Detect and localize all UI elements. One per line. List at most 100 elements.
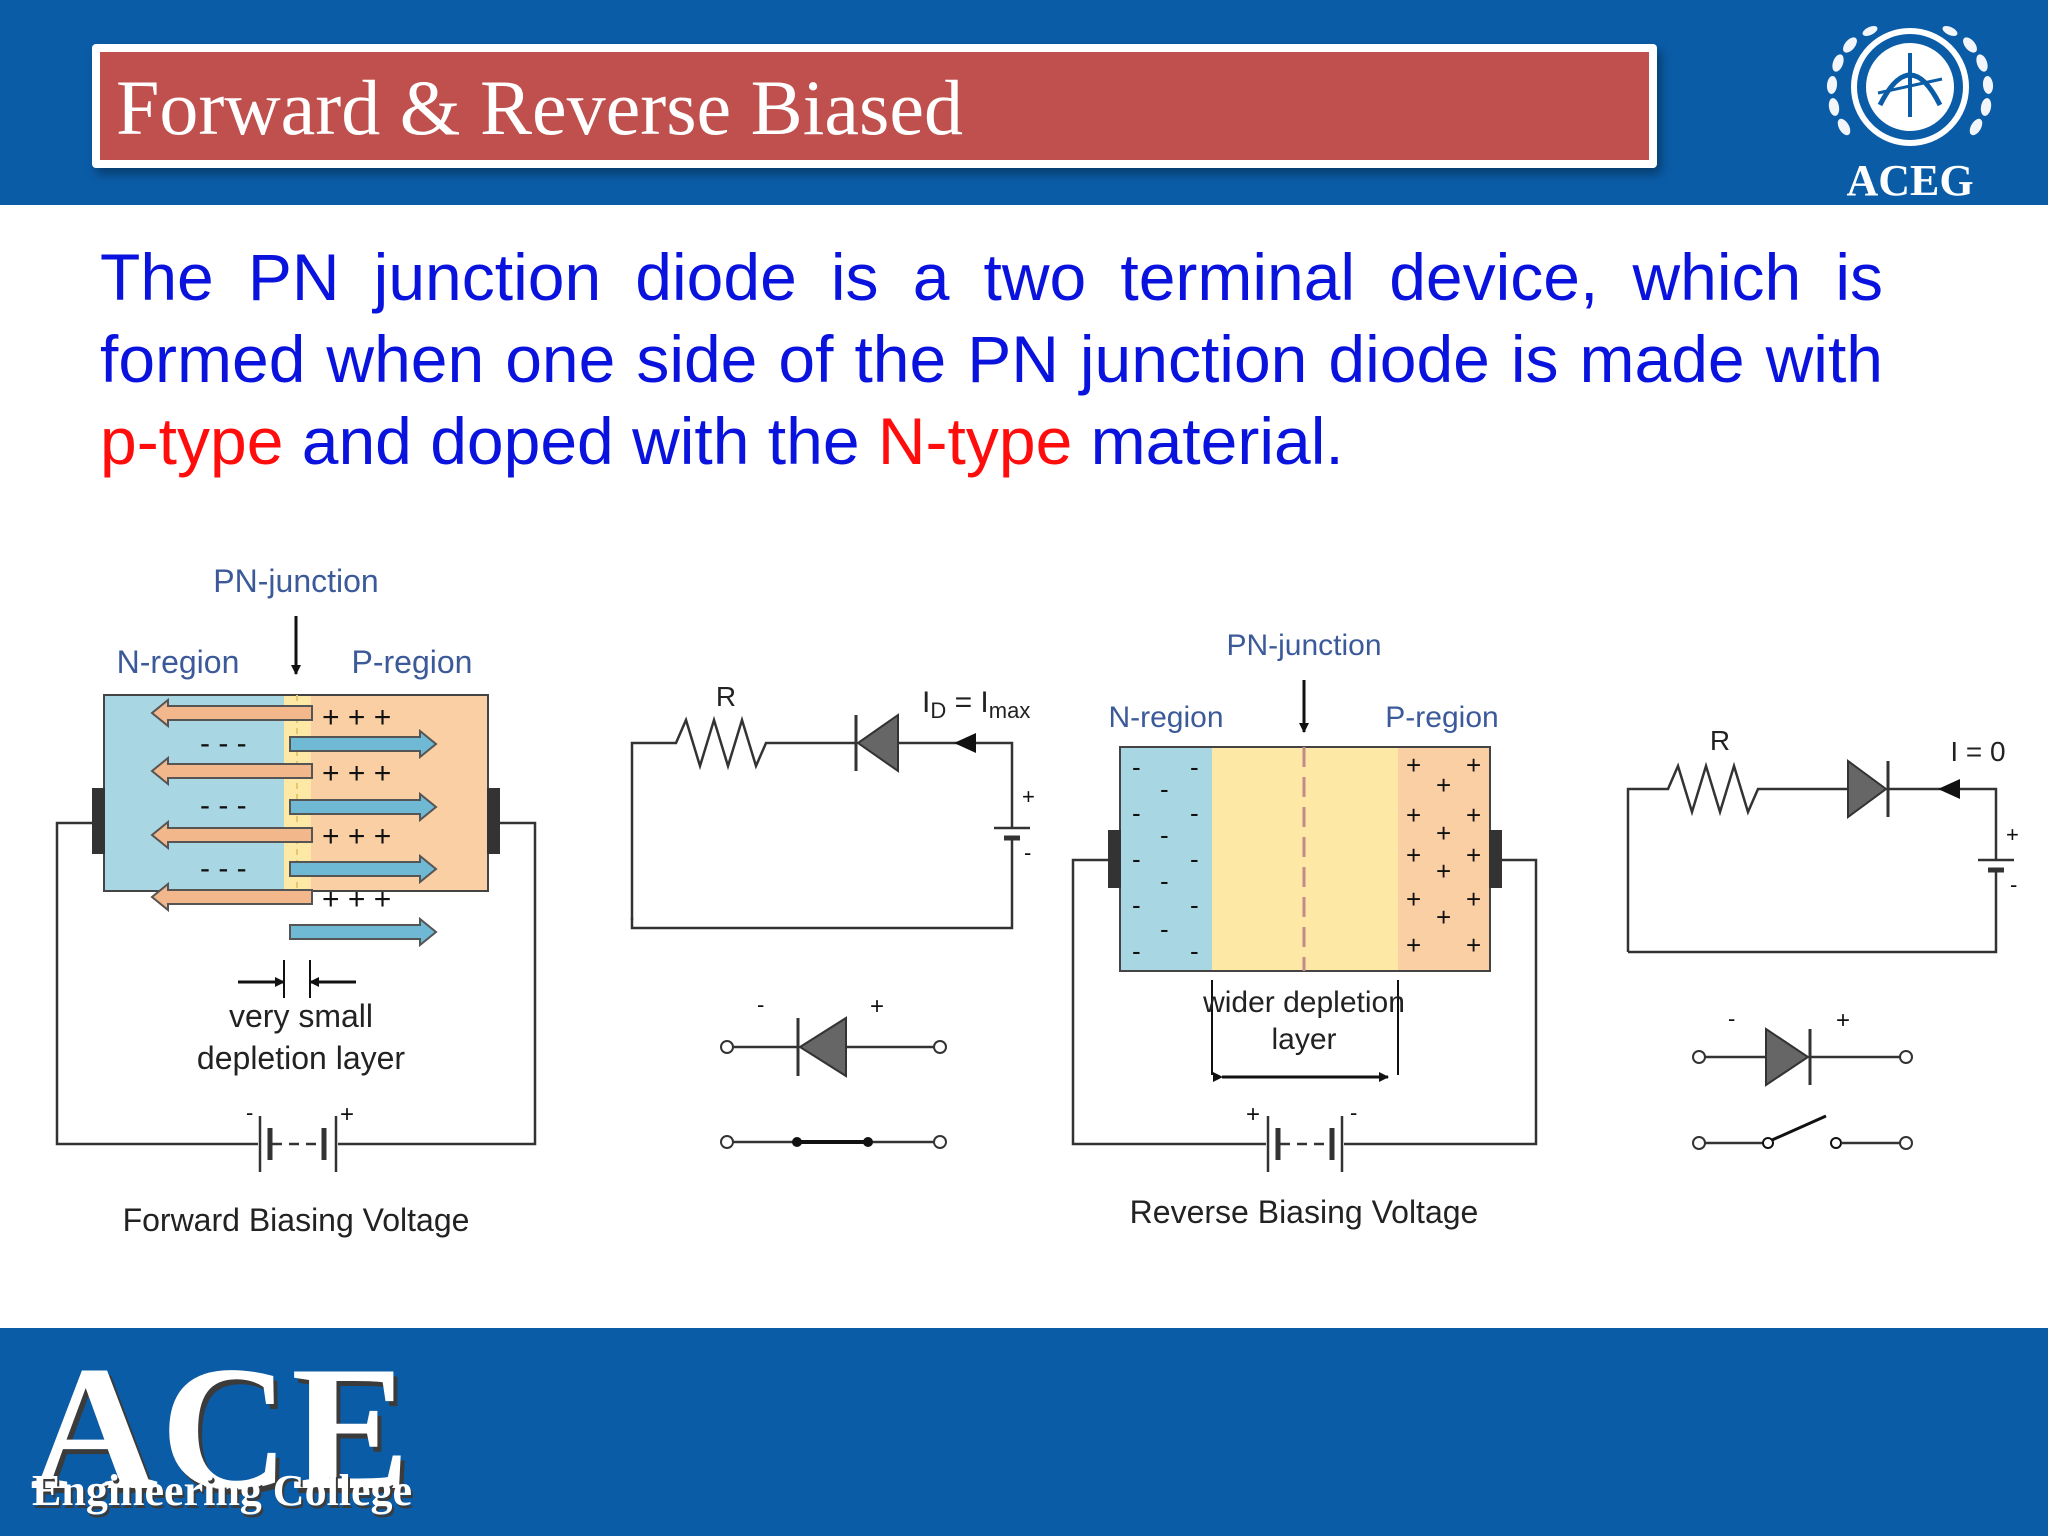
reverse-right-terminal: [1489, 830, 1502, 888]
reverse-junction-label: PN-junction: [1226, 629, 1381, 662]
forward-battery-plus: +: [340, 1101, 354, 1128]
forward-voltage-label: Forward Biasing Voltage: [123, 1202, 470, 1238]
forward-circuit: R ID = Imax + - - +: [630, 681, 1035, 1149]
svg-text:+: +: [1406, 840, 1421, 870]
svg-text:-: -: [1160, 774, 1169, 804]
svg-text:-: -: [1160, 866, 1169, 896]
svg-text:-: -: [1132, 890, 1141, 920]
pn-junction-diagram: PN-junction N-region P-region - - -- - -…: [55, 563, 2019, 1238]
forward-circuit-resistor: [630, 715, 856, 920]
svg-text:+: +: [1466, 840, 1481, 870]
svg-text:-: -: [1190, 890, 1199, 920]
svg-text:-: -: [1190, 752, 1199, 782]
svg-text:-: -: [1160, 914, 1169, 944]
reverse-diode-symbol: [1692, 1027, 1913, 1087]
reverse-circuit: R I = 0 + - - +: [1626, 725, 2019, 1150]
reverse-symbol-minus: -: [1728, 1006, 1735, 1031]
reverse-p-region: [1398, 747, 1490, 971]
svg-text:+: +: [1406, 800, 1421, 830]
svg-text:-: -: [1190, 936, 1199, 966]
reverse-current-label: I = 0: [1950, 736, 2005, 767]
svg-text:+: +: [1406, 750, 1421, 780]
svg-text:+: +: [1466, 800, 1481, 830]
forward-p-region-label: P-region: [352, 644, 473, 680]
svg-text:+: +: [1436, 856, 1451, 886]
reverse-wire-left: [1071, 858, 1266, 1146]
reverse-p-region-label: P-region: [1385, 701, 1498, 734]
body-text-part3: material.: [1072, 404, 1344, 478]
svg-text:- - -: - - -: [200, 727, 247, 760]
college-emblem-logo: ACEG: [1826, 26, 1994, 205]
forward-diode-symbol: [720, 1016, 947, 1078]
svg-text:+: +: [1466, 884, 1481, 914]
svg-text:-: -: [1132, 752, 1141, 782]
title-box: Forward & Reverse Biased: [92, 44, 1657, 168]
reverse-open-switch: [1692, 1114, 1913, 1150]
forward-circuit-plus: +: [1022, 784, 1035, 809]
svg-text:+: +: [1436, 770, 1451, 800]
forward-wire-right: [338, 821, 537, 1146]
forward-symbol-plus: +: [870, 993, 884, 1020]
svg-text:-: -: [1190, 844, 1199, 874]
forward-left-terminal: [92, 788, 105, 854]
svg-text:+: +: [1406, 884, 1421, 914]
svg-text:+ + +: + + +: [322, 883, 391, 916]
emblem-text: ACEG: [1846, 156, 1973, 205]
svg-text:+: +: [1466, 750, 1481, 780]
forward-closed-switch: [720, 1135, 947, 1149]
body-text-part1: The PN junction diode is a two terminal …: [100, 240, 1883, 396]
forward-depletion-label-1: very small: [229, 998, 373, 1034]
body-paragraph: The PN junction diode is a two terminal …: [100, 236, 1883, 482]
svg-text:+: +: [1436, 818, 1451, 848]
reverse-symbol-plus: +: [1836, 1007, 1850, 1034]
svg-text:-: -: [1132, 936, 1141, 966]
forward-junction-label: PN-junction: [213, 563, 378, 599]
svg-text:-: -: [1190, 798, 1199, 828]
forward-symbol-minus: -: [757, 992, 764, 1017]
forward-depletion-layer: [284, 695, 311, 891]
svg-text:-: -: [1160, 820, 1169, 850]
footer-brand-subtitle: Engineering College: [32, 1466, 413, 1515]
svg-text:+: +: [1466, 930, 1481, 960]
forward-right-terminal: [487, 788, 500, 854]
body-highlight-p-type: p-type: [100, 404, 284, 478]
reverse-wire-right: [1344, 858, 1538, 1146]
forward-wire-left: [55, 821, 258, 1146]
reverse-depletion-label-1: wider depletion: [1202, 986, 1405, 1019]
reverse-battery: [1266, 1116, 1344, 1172]
forward-circuit-minus: -: [1024, 840, 1031, 865]
svg-text:+: +: [1436, 902, 1451, 932]
forward-circuit-diode: [856, 713, 899, 773]
reverse-circuit-resistor: [1626, 761, 1848, 952]
svg-text:+ + +: + + +: [322, 757, 391, 790]
footer-brand-logo: ACE: [30, 1329, 412, 1527]
reverse-voltage-label: Reverse Biasing Voltage: [1130, 1194, 1479, 1230]
svg-text:+: +: [1406, 930, 1421, 960]
reverse-left-terminal: [1108, 830, 1121, 888]
footer-band: [0, 1328, 2048, 1536]
title-fill: Forward & Reverse Biased: [100, 52, 1649, 160]
reverse-charges: -- - -- - -- - -- - -- ++ + ++ + ++ + ++…: [1132, 750, 1481, 966]
body-text-part2: and doped with the: [283, 404, 878, 478]
reverse-depletion-label-2: layer: [1271, 1023, 1336, 1056]
forward-current-arrow: [954, 733, 976, 753]
svg-text:-: -: [1132, 844, 1141, 874]
forward-battery: [258, 1116, 338, 1172]
svg-text:+ + +: + + +: [322, 701, 391, 734]
forward-battery-minus: -: [246, 1100, 253, 1125]
svg-text:-: -: [1132, 798, 1141, 828]
reverse-current-arrow: [1938, 779, 1960, 799]
reverse-circuit-diode: [1847, 759, 1888, 819]
forward-bias-diagram: PN-junction N-region P-region - - - - - -…: [55, 563, 537, 1238]
forward-current-label: ID = Imax: [922, 686, 1030, 723]
reverse-n-region: [1120, 747, 1212, 971]
forward-depletion-label-2: depletion layer: [197, 1040, 405, 1076]
slide-title: Forward & Reverse Biased: [116, 64, 963, 151]
forward-n-region: [104, 695, 284, 891]
reverse-resistor-label: R: [1710, 725, 1730, 756]
body-highlight-n-type: N-type: [877, 404, 1073, 478]
svg-text:- - -: - - -: [200, 789, 247, 822]
forward-n-region-label: N-region: [117, 644, 240, 680]
svg-text:+ + +: + + +: [322, 820, 391, 853]
forward-p-region: [311, 695, 488, 891]
